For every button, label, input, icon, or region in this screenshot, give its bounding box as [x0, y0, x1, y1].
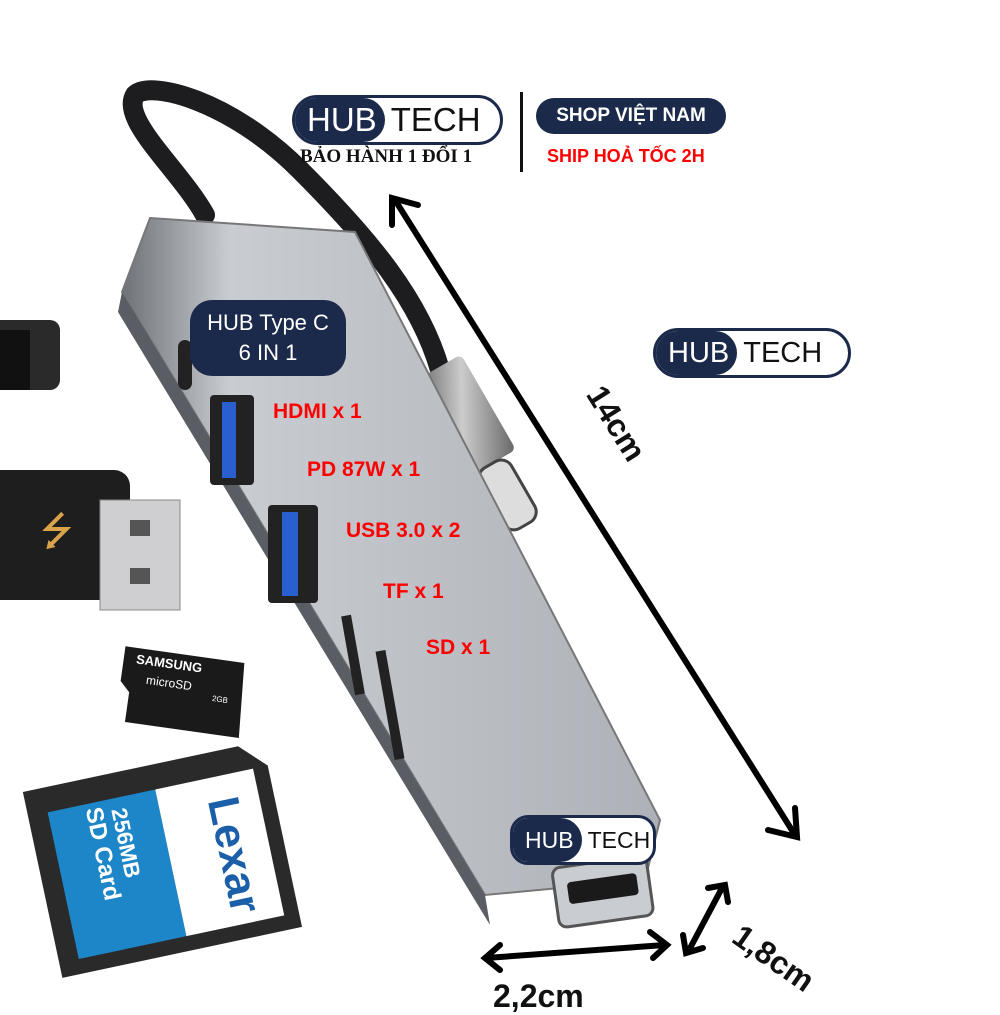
side-logo-tech: TECH: [743, 336, 823, 369]
width-label: 2,2cm: [493, 978, 584, 1014]
device-logo-hub: HUB: [513, 818, 582, 862]
micro-sd-card: [120, 646, 245, 738]
product-badge: HUB Type C 6 IN 1: [190, 300, 346, 376]
length-arrow: [389, 194, 801, 841]
side-logo: HUB TECH: [653, 328, 851, 378]
port-label-hdmi: HDMI x 1: [273, 400, 362, 423]
cable: [122, 80, 450, 380]
usb-c-cable-plug: [0, 320, 60, 390]
sd-card: [22, 746, 303, 978]
warranty-text: BẢO HÀNH 1 ĐỔI 1: [300, 146, 473, 167]
port-label-pd: PD 87W x 1: [307, 458, 421, 481]
svg-text:⭍: ⭍: [40, 509, 73, 555]
header-divider: [520, 92, 523, 172]
side-logo-hub: HUB: [656, 331, 738, 375]
logo-tech: TECH: [390, 101, 481, 138]
hdmi-port: [551, 854, 655, 929]
logo-hub: HUB: [295, 98, 385, 142]
usb-a-port-2: [268, 505, 318, 603]
port-label-tf: TF x 1: [383, 580, 444, 603]
tf-slot: [341, 614, 365, 696]
sd-slot: [375, 649, 405, 761]
port-label-usb: USB 3.0 x 2: [346, 519, 461, 542]
device-logo-tech: TECH: [587, 826, 651, 853]
hubtech-logo: HUB TECH: [292, 95, 503, 145]
usb-a-cable-plug: ⭍: [0, 470, 181, 611]
usb-c-port: [178, 340, 192, 390]
width-arrow: [480, 929, 672, 973]
port-label-sd: SD x 1: [426, 636, 491, 659]
product-badge-line2: 6 IN 1: [238, 340, 298, 365]
height-arrow: [680, 881, 731, 957]
product-badge-line1: HUB Type C: [207, 310, 329, 335]
shipping-text: SHIP HOẢ TỐC 2H: [547, 146, 705, 166]
usb-a-port-1: [210, 395, 254, 485]
shop-badge: SHOP VIỆT NAM: [536, 98, 726, 134]
device-logo: HUB TECH: [510, 815, 656, 865]
